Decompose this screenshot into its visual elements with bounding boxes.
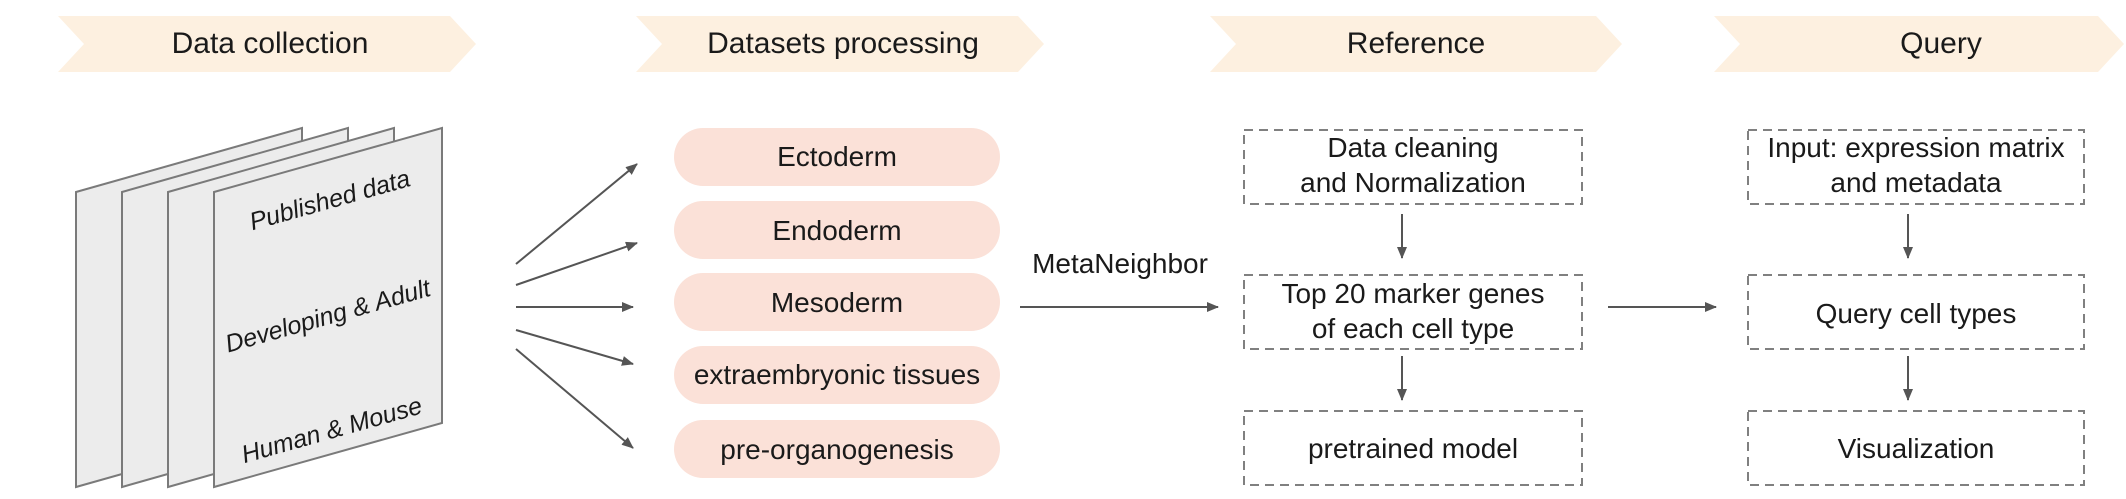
germ-layer-pre-organogenesis: pre-organogenesis <box>674 420 1000 478</box>
reference-flow: Data cleaning and Normalization Top 20 m… <box>1243 129 1583 486</box>
reference-box-pretrained-model <box>1243 410 1583 486</box>
germ-layer-label: extraembryonic tissues <box>694 359 980 390</box>
arrow-to-ectoderm <box>515 163 638 265</box>
arrow-to-pre-organogenesis <box>515 348 634 449</box>
reference-box-marker-genes <box>1243 274 1583 350</box>
query-flow: Input: expression matrix and metadata Qu… <box>1747 129 2085 486</box>
stage-banner-query: Query <box>1714 16 2124 72</box>
stage-banner-datasets-processing: Datasets processing <box>636 16 1044 72</box>
germ-layer-label: Mesoderm <box>771 287 903 318</box>
germ-layer-list: Ectoderm Endoderm Mesoderm extraembryoni… <box>674 128 1000 478</box>
query-step-line1: Input: expression matrix <box>1767 132 2064 163</box>
query-step-line1: Visualization <box>1838 433 1995 464</box>
reference-step-line1: Data cleaning <box>1327 132 1498 163</box>
reference-box-data-cleaning <box>1243 129 1583 205</box>
reference-step-line2: of each cell type <box>1312 313 1514 344</box>
germ-layer-label: Endoderm <box>772 215 901 246</box>
stage-banner-reference: Reference <box>1210 16 1622 72</box>
stage-banner-data-collection: Data collection <box>58 16 476 72</box>
query-box-visualization <box>1747 410 2085 486</box>
germ-layer-label: Ectoderm <box>777 141 897 172</box>
fan-out-arrows <box>515 163 638 449</box>
stage-title: Query <box>1900 27 1982 60</box>
stage-title: Datasets processing <box>707 27 979 60</box>
query-box-cell-types <box>1747 274 2085 350</box>
stage-title: Data collection <box>172 27 369 60</box>
query-step-line1: Query cell types <box>1816 298 2017 329</box>
query-step-line2: and metadata <box>1830 167 2002 198</box>
reference-step-line1: Top 20 marker genes <box>1281 278 1544 309</box>
germ-layer-extraembryonic-tissues: extraembryonic tissues <box>674 346 1000 404</box>
germ-layer-ectoderm: Ectoderm <box>674 128 1000 186</box>
germ-layer-endoderm: Endoderm <box>674 201 1000 259</box>
data-sheet-stack: Published data Developing & Adult Human … <box>75 126 443 489</box>
germ-layer-mesoderm: Mesoderm <box>674 273 1000 331</box>
arrow-to-extraembryonic <box>515 329 634 366</box>
data-sheet-front <box>213 126 443 489</box>
query-box-input <box>1747 129 2085 205</box>
arrow-to-endoderm <box>515 241 638 286</box>
stage-title: Reference <box>1347 27 1485 60</box>
reference-step-line1: pretrained model <box>1308 433 1518 464</box>
method-label: MetaNeighbor <box>1032 248 1208 279</box>
reference-step-line2: and Normalization <box>1300 167 1526 198</box>
germ-layer-label: pre-organogenesis <box>720 434 954 465</box>
